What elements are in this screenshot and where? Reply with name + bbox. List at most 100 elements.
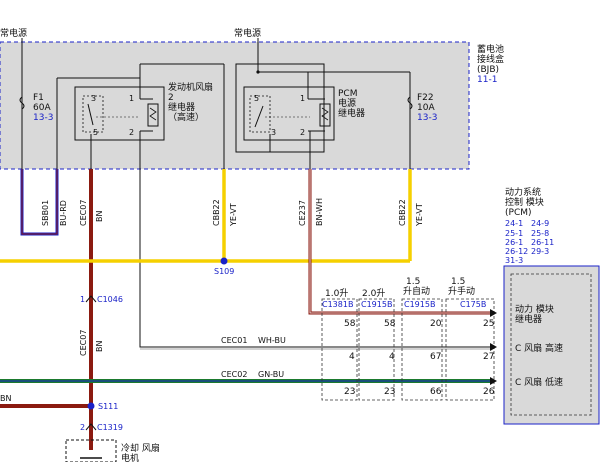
wire-cec01-label: CEC01 <box>221 336 247 345</box>
pcm-ref-1: 24-1 <box>505 219 523 228</box>
pcm-relay-coil-winding <box>321 107 329 121</box>
wire-cec07-top-label: CEC07 <box>79 200 88 226</box>
bjb-ref: 11-1 <box>477 75 497 85</box>
pin-r2-c1: 4 <box>349 352 355 362</box>
fan-relay-label-3: 继电器 <box>168 101 195 113</box>
pcm-ref-8: 29-3 <box>531 247 549 256</box>
fuse-f1-ref: 13-3 <box>33 113 53 123</box>
wire-cec02-label: CEC02 <box>221 370 247 379</box>
fan-relay-label-1: 发动机风扇 <box>168 81 213 93</box>
pin-r1-c3: 20 <box>430 319 442 329</box>
fuse-f1-name: F1 <box>33 93 44 103</box>
fan-relay-inner <box>82 95 104 133</box>
fan-relay-pin-2: 2 <box>129 128 134 137</box>
variant-3-column <box>401 298 443 401</box>
variant-3-label-2: 升自动 <box>403 285 430 297</box>
pcm-fan-high-label: C 风扇 高速 <box>515 342 563 354</box>
pin-r3-c1: 23 <box>344 387 355 397</box>
variant-4-label-1: 1.5 <box>451 277 465 287</box>
fan-relay-coil <box>147 103 159 127</box>
pcm-relay-box <box>243 86 335 141</box>
wire-ce237-label: CE237 <box>298 200 307 226</box>
connector-c1319-symbol <box>85 423 97 431</box>
fuse-f22-name: F22 <box>417 93 434 103</box>
constant-power-left-label: 常电源 <box>0 27 27 39</box>
wire-cbb22-right-label: CBB22 <box>398 199 407 226</box>
bjb-label-3: (BJB) <box>477 65 499 75</box>
wire-cec01-path <box>139 169 490 348</box>
fan-relay-label-4: （高速） <box>168 111 204 123</box>
connector-c1046-symbol <box>85 295 97 303</box>
fan-relay-pin-1: 1 <box>129 94 134 103</box>
pcm-relay-inner <box>249 95 271 133</box>
pcm-ref-7: 26-12 <box>505 247 528 256</box>
fuse-f22-ref: 13-3 <box>417 113 437 123</box>
pcm-module-box <box>503 265 600 425</box>
connector-c175b-label: C175B <box>460 300 486 309</box>
wire-sbb01-label: SBB01 <box>41 200 50 226</box>
cooling-fan-label-1: 冷却 风扇 <box>121 442 160 454</box>
pcm-inner-label-1: 动力 模块 <box>515 303 554 315</box>
cooling-fan-motor-box <box>65 439 117 462</box>
pcm-relay-switch <box>254 105 264 128</box>
variant-2-label: 2.0升 <box>362 288 385 299</box>
pcm-system-label-1: 动力系统 <box>505 186 541 198</box>
connector-c1319-label: C1319 <box>97 423 123 432</box>
pcm-ref-6: 26-11 <box>531 238 554 247</box>
pin-r2-c2: 4 <box>389 352 395 362</box>
pcm-system-label-2: 控制 模块 <box>505 196 544 208</box>
fuse-f22-symbol <box>407 96 413 110</box>
pcm-system-label-3: (PCM) <box>505 208 532 218</box>
pcm-ref-9: 31-3 <box>505 256 523 265</box>
connector-c1915b-label-2: C1915B <box>404 300 435 309</box>
pin-r1-c4: 25 <box>483 319 494 329</box>
fan-relay-coil-winding <box>149 107 157 121</box>
splice-s109 <box>220 257 228 265</box>
pcm-ref-2: 24-9 <box>531 219 549 228</box>
wire-ce237-stripe <box>309 169 490 314</box>
pcm-relay-pin-2: 2 <box>300 128 305 137</box>
fan-relay-box <box>74 86 165 141</box>
wire-cbb22-right-color: YE-VT <box>415 203 424 227</box>
wire-sbb01-core <box>21 169 58 235</box>
pcm-relay-coil <box>319 103 331 127</box>
connector-c1046-pin: 1 <box>80 295 85 304</box>
pcm-ref-5: 26-1 <box>505 238 523 247</box>
pcm-relay-label-2: 电源 <box>338 97 356 109</box>
pcm-relay-pin-5: 5 <box>254 94 259 103</box>
wire-cec01-color: WH-BU <box>258 336 286 345</box>
fuse-f22-amp: 10A <box>417 103 435 113</box>
pcm-fan-low-label: C 风扇 低速 <box>515 376 563 388</box>
bjb-box <box>0 41 470 170</box>
wire-cbb22-left-label: CBB22 <box>212 199 221 226</box>
wire-cec07-bottom-color: BN <box>95 341 104 352</box>
pin-r3-c4: 26 <box>483 387 495 397</box>
pcm-relay-pin-3: 3 <box>271 128 276 137</box>
pin-r2-c4: 27 <box>483 352 494 362</box>
pcm-pin26-arrow <box>490 377 497 385</box>
pcm-pin25-arrow <box>490 309 497 317</box>
connector-c1046-label: C1046 <box>97 295 123 304</box>
connector-c1319-pin: 2 <box>80 423 85 432</box>
cooling-fan-label-2: 电机 <box>121 452 139 462</box>
bjb-label-2: 接线盒 <box>477 53 504 65</box>
pcm-pin27-arrow <box>490 343 497 351</box>
wire-cec07-top-color: BN <box>95 211 104 222</box>
connector-c1381b-label: C1381B <box>322 300 353 309</box>
splice-s111-label: S111 <box>98 402 118 411</box>
wire-left-bn-label: BN <box>0 394 11 403</box>
fuse-f1-amp: 60A <box>33 103 51 113</box>
wire-cec07-bottom-label: CEC07 <box>79 330 88 356</box>
variant-2-column <box>358 298 395 401</box>
fuse-f1-symbol <box>19 96 25 110</box>
wire-cbb22-left-color: YE-VT <box>229 203 238 227</box>
variant-1-label: 1.0升 <box>325 288 348 299</box>
wire-sbb01 <box>20 169 59 236</box>
fan-relay-switch <box>87 103 94 126</box>
pin-r3-c2: 23 <box>384 387 395 397</box>
fan-relay-pin-5: 5 <box>93 128 98 137</box>
connector-c1915b-label-1: C1915B <box>361 300 392 309</box>
wire-cec02-color: GN-BU <box>258 370 284 379</box>
wire-ce237-color: BN-WH <box>315 198 324 226</box>
